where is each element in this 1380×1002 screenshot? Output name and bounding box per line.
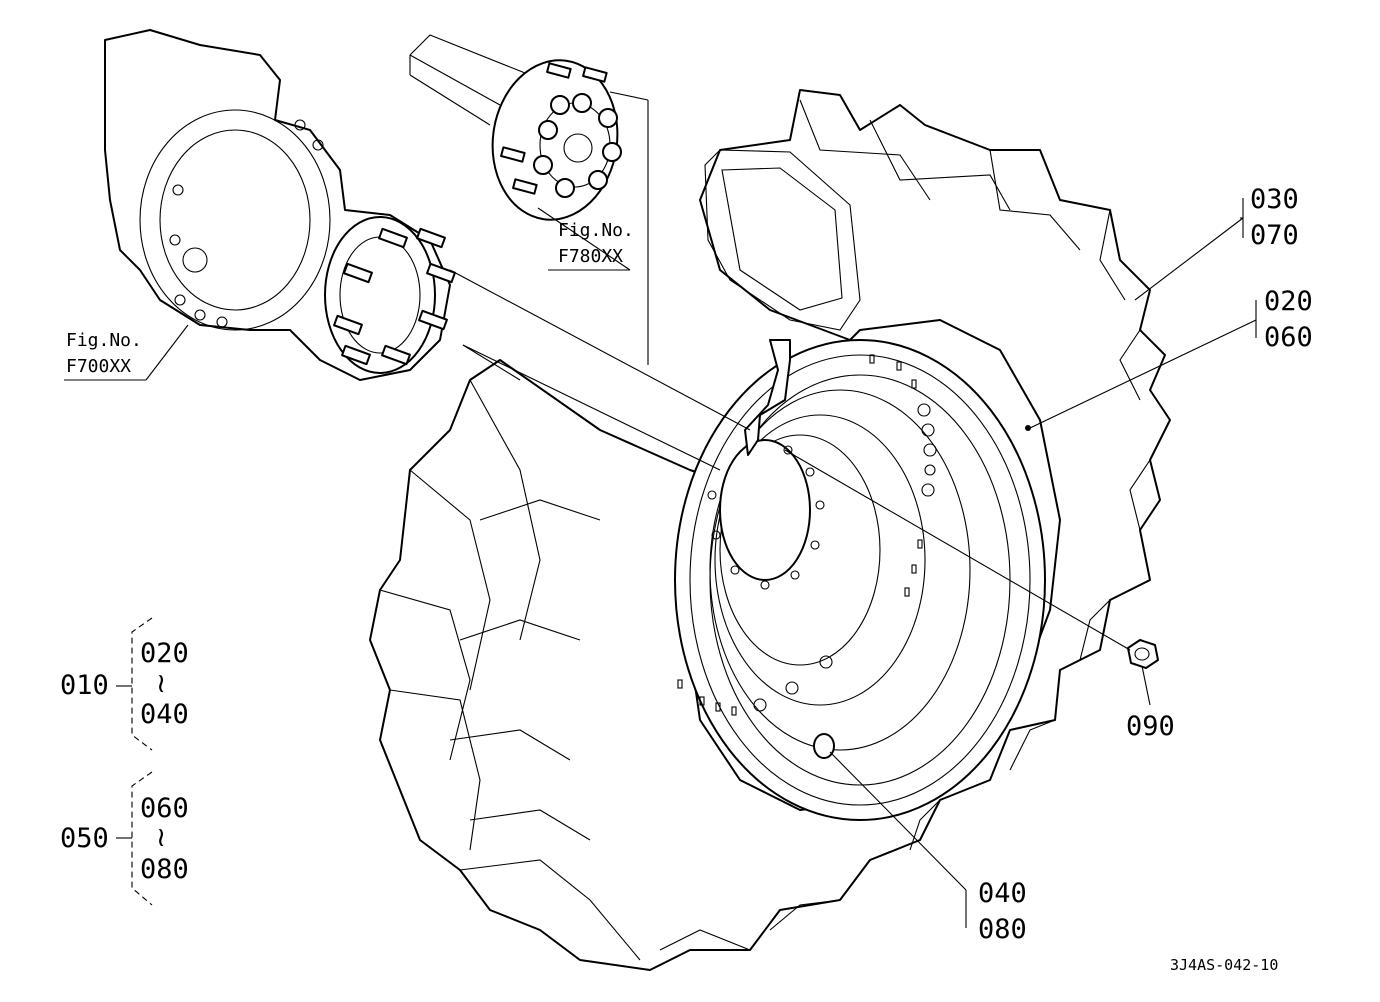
valve-stem — [813, 733, 835, 759]
assembly-from-2: 060 — [140, 793, 189, 824]
right-hub-nuts — [533, 93, 622, 198]
hub-bolt-holes — [707, 445, 825, 590]
callout-nut: 090 — [1126, 711, 1175, 742]
leader-lines — [64, 91, 1257, 928]
callout-valve-1: 040 — [978, 878, 1027, 909]
assembly-brackets — [116, 617, 153, 906]
callout-tire-1: 030 — [1250, 184, 1299, 215]
fig-ref-left-label: Fig.No. — [66, 330, 142, 351]
rim-drawing — [674, 339, 1046, 821]
left-axle-assembly — [104, 29, 456, 381]
callout-rim-1: 020 — [1264, 286, 1313, 317]
range-symbol-2: ≀ — [156, 822, 166, 853]
housing-bolts — [169, 119, 324, 328]
wheel-nut — [1127, 639, 1159, 669]
assembly-from-1: 020 — [140, 638, 189, 669]
assembly-parent-1: 010 — [60, 670, 109, 701]
rim-slots — [677, 354, 923, 716]
fig-ref-right-code: F780XX — [558, 246, 623, 267]
assembly-to-1: 040 — [140, 699, 189, 730]
drawing-code: 3J4AS-042-10 — [1170, 956, 1278, 974]
assembly-to-2: 080 — [140, 854, 189, 885]
valve-part — [744, 339, 791, 456]
left-wheel-studs — [333, 227, 456, 366]
fig-ref-left-code: F700XX — [66, 356, 131, 377]
callout-valve-2: 080 — [978, 914, 1027, 945]
right-axle-assembly — [409, 34, 622, 221]
callout-rim-2: 060 — [1264, 322, 1313, 353]
callout-tire-2: 070 — [1250, 220, 1299, 251]
fig-ref-right-label: Fig.No. — [558, 220, 634, 241]
range-symbol-1: ≀ — [156, 668, 166, 699]
right-hub-studs — [500, 62, 608, 195]
assembly-parent-2: 050 — [60, 823, 109, 854]
rim-holes — [753, 403, 937, 712]
